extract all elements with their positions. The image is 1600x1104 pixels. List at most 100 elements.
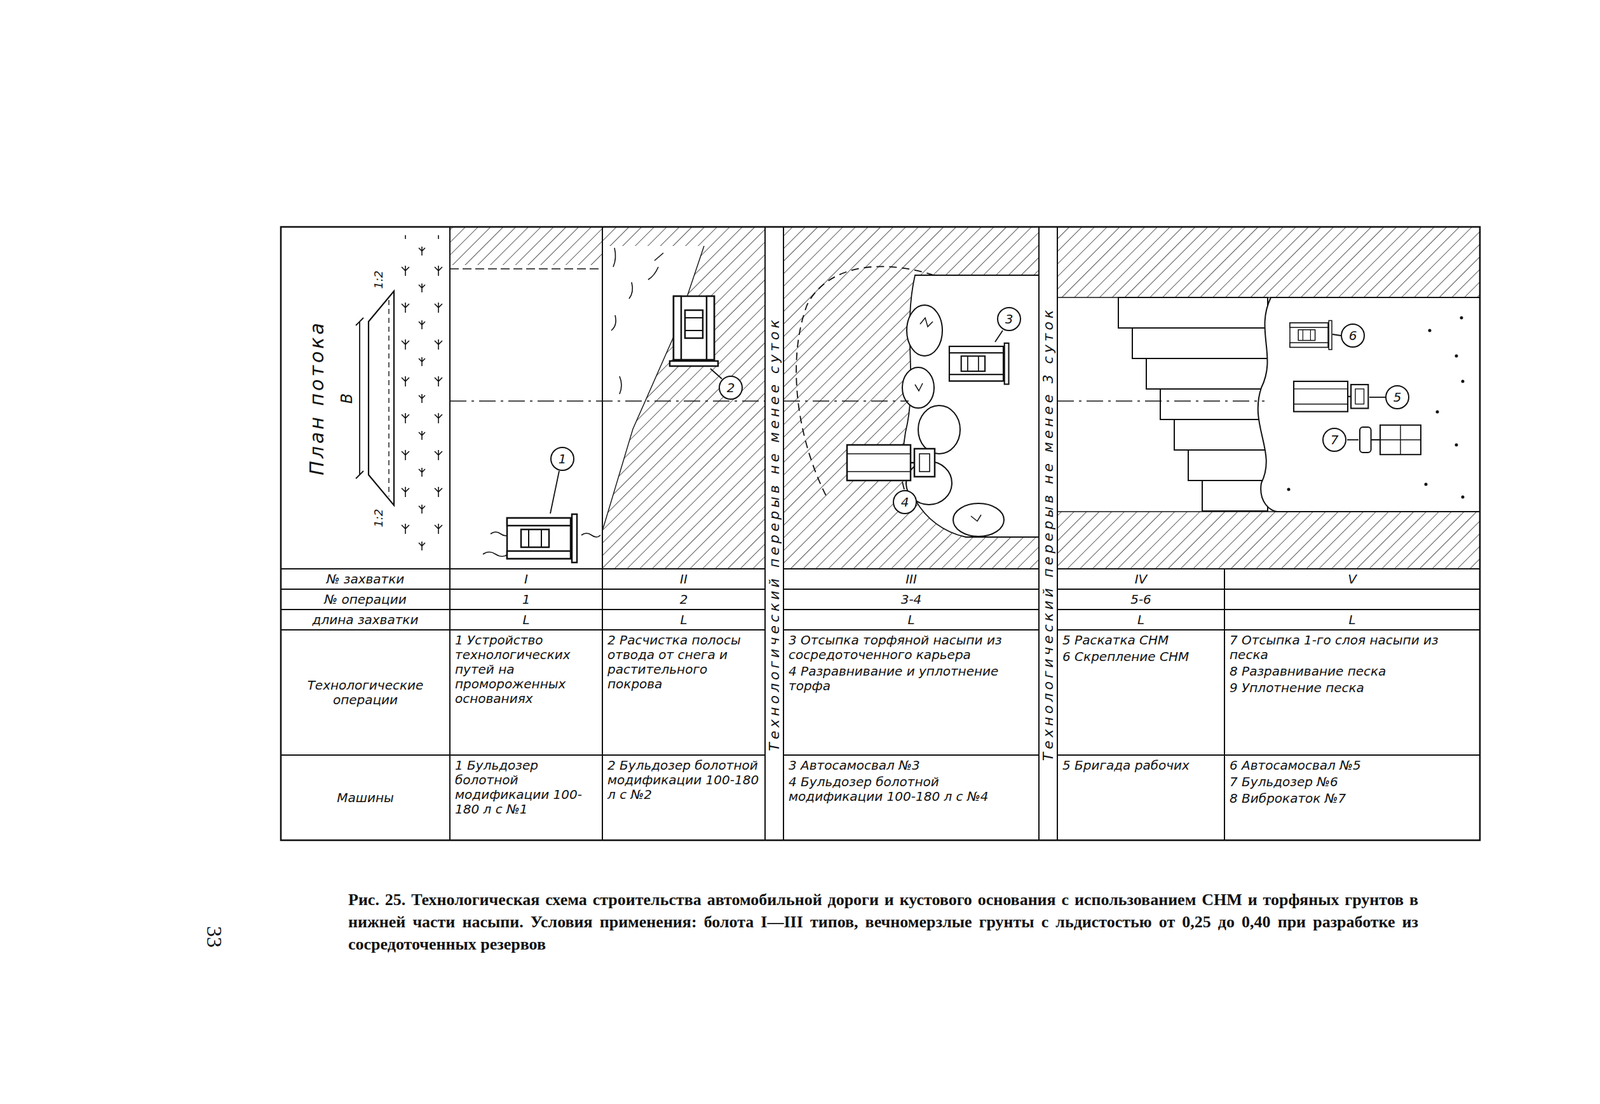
stage-number: III [788,571,1034,587]
geotextile-sheets [1188,449,1268,481]
table-cell: Машины [280,754,450,841]
axis-line [449,400,766,402]
cross-section [355,470,364,479]
vibro-roller [1359,425,1421,455]
dump-truck [847,444,935,481]
operation-text: 9 Уплотнение песка [1229,680,1475,696]
geotextile-sheets [1118,297,1268,328]
callout-number: 6 [1349,327,1358,344]
table-cell: 1 [449,589,603,610]
leader-line [1332,334,1341,336]
callout-circle: 1 [550,446,575,471]
leader-line [550,470,560,514]
leader-line [1347,439,1359,441]
table-grid [783,608,1039,611]
operation-number: 1 [454,592,598,607]
table-grid [280,629,766,631]
snow-marks [619,376,622,394]
slope-label: 1:2 [372,269,386,291]
table-cell: L [602,609,766,630]
snow-marks [648,266,659,280]
sand-fill [1258,297,1480,512]
snow-marks [654,252,664,261]
table-grid [280,608,766,611]
callout-circle: 2 [718,375,743,400]
bulldozer [507,514,577,563]
callout-circle: 3 [996,306,1022,332]
table-cell: 1 Устройство технологических путей на пр… [449,629,603,755]
stage-number: II [607,571,760,587]
table-cell: 3 Автосамосвал №34 Бульдозер болотной мо… [783,754,1039,841]
operation-number: 2 [607,592,760,607]
geotextile-sheets [1132,327,1268,359]
hatched-ground [602,226,766,246]
snow-marks [611,247,664,394]
table-cell: L [1057,609,1225,630]
geotextile-sheets [1160,388,1268,420]
dimension-label: В [338,392,356,405]
cross-section [355,235,449,560]
row-header: Машины [285,790,445,806]
machine-text: 6 Автосамосвал №5 [1229,758,1475,773]
page-number: 33 [202,924,226,949]
peat-fill [902,367,935,408]
table-grid [280,226,1480,841]
table-grid [1038,226,1040,841]
axis-line [783,400,909,402]
table-grid [1057,588,1480,590]
cross-section [359,321,361,475]
sand-layer [1057,226,1480,298]
dump-truck [1293,381,1369,412]
table-cell: 6 Автосамосвал №57 Бульдозер №68 Виброка… [1224,754,1480,841]
sand-fill [1461,379,1465,384]
bulldozer [669,296,719,367]
stage-length: L [607,612,760,628]
slope-label: 1:2 [372,507,386,529]
stage-length: L [1062,612,1220,628]
sand-fill [1436,410,1440,414]
geotextile-sheets [1146,358,1268,389]
sand-fill [1455,354,1459,358]
peat-fill [906,305,943,356]
operation-text: 7 Отсыпка 1-го слоя насыпи из песка [1229,632,1475,663]
peat-fill [918,405,961,454]
table-grid [280,226,1480,841]
callout-number: 2 [726,379,736,396]
table-grid [280,588,766,590]
figure-caption: Рис. 25. Технологическая схема строитель… [348,888,1419,956]
hatched-ground [449,226,603,265]
callout-circle: 5 [1385,385,1410,410]
machine-text: 5 Бригада рабочих [1062,758,1220,773]
sand-fill [1424,482,1428,487]
table-grid [783,568,1039,570]
sand-fill [1460,316,1464,320]
operation-text: 4 Разравнивание и уплотнение торфа [788,664,1034,694]
table-grid [1057,754,1480,756]
cross-section [355,317,364,326]
operation-number: 5-6 [1062,592,1220,607]
table-grid [782,226,785,841]
table-grid [783,754,1039,756]
table-cell: № операции [280,589,450,610]
sand-fill [1287,488,1291,492]
table-cell: 5 Бригада рабочих [1057,754,1225,841]
machine-text: 4 Бульдозер болотной модификации 100-180… [788,774,1034,804]
table-cell: 1 Бульдозер болотной модификации 100-180… [449,754,603,841]
bulldozer [1289,320,1332,350]
table-cell: II [602,568,766,590]
stage-length: L [454,612,598,628]
table-cell: L [449,609,603,630]
callout-number: 3 [1005,311,1014,327]
sand-fill [1461,495,1465,499]
hatched-ground [602,226,766,569]
hatched-ground [449,268,603,270]
row-header: длина захватки [285,612,445,628]
hatched-ground [602,245,705,531]
axis-line [1057,400,1265,402]
break-note: Технологический перерыв не менее суток [766,315,782,753]
table-grid [280,226,1480,841]
table-grid [1057,629,1480,631]
stage-number: V [1229,571,1475,587]
axis-line [449,400,1265,402]
